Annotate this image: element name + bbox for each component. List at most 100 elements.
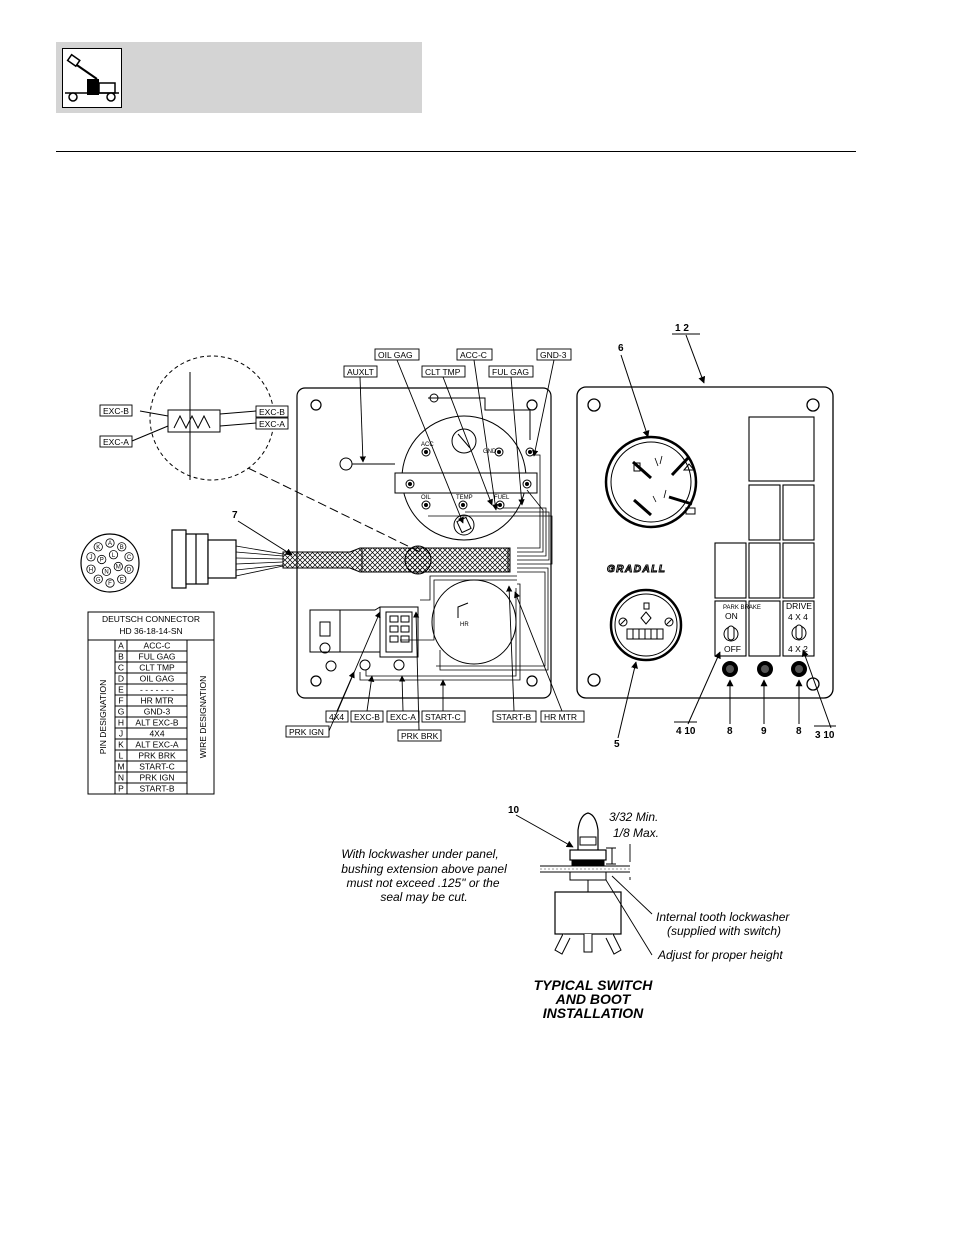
connector-pin bbox=[86, 564, 96, 574]
drive-4x4-switch[interactable]: DRIVE 4 X 4 4 X 2 bbox=[782, 600, 815, 657]
callout-9: 9 bbox=[761, 726, 767, 737]
callout-6: 6 bbox=[618, 343, 624, 354]
connector-table bbox=[87, 611, 215, 795]
table-pin-cell: J bbox=[119, 729, 123, 739]
tag-4x4: 4X4 bbox=[329, 712, 344, 722]
table-wire-cell: 4X4 bbox=[149, 729, 164, 739]
connector-pin bbox=[108, 550, 119, 560]
tag-prk-brk: PRK BRK bbox=[401, 731, 439, 741]
connector-pin-label: F bbox=[108, 581, 112, 587]
table-wire-cell: ALT EXC-A bbox=[135, 740, 178, 750]
connector-pin bbox=[124, 564, 134, 574]
svg-text:GND: GND bbox=[483, 449, 497, 455]
table-pin-cell: M bbox=[117, 762, 124, 772]
callout-8a: 8 bbox=[727, 726, 733, 737]
table-wire-header: WIRE DESIGNATION bbox=[198, 676, 208, 759]
table-pin-cell: K bbox=[118, 740, 124, 750]
auxlt-ring-terminal bbox=[339, 457, 395, 471]
back-panel bbox=[296, 387, 552, 699]
table-pin-cell: H bbox=[118, 718, 124, 728]
tag-start-c: START-C bbox=[425, 712, 461, 722]
magnified-detail bbox=[131, 355, 421, 553]
table-pin-cell: L bbox=[119, 751, 124, 761]
table-pin-cell: N bbox=[118, 773, 124, 783]
table-wire-cell: ACC-C bbox=[144, 641, 171, 651]
table-pin-cell: A bbox=[118, 641, 124, 651]
connector-pin bbox=[113, 561, 123, 572]
front-panel bbox=[576, 386, 834, 699]
multi-gauge bbox=[604, 435, 698, 529]
tag-ful-gag: FUL GAG bbox=[492, 367, 529, 377]
connector-pin-label: J bbox=[89, 555, 92, 561]
gauge-terminal-marks: ACC GND OIL TEMP FUEL bbox=[421, 442, 510, 501]
table-pin-header: PIN DESIGNATION bbox=[98, 680, 108, 754]
table-pin-cell: P bbox=[118, 784, 124, 794]
tag-hr-mtr: HR MTR bbox=[544, 712, 577, 722]
svg-text:FUEL: FUEL bbox=[494, 495, 510, 501]
connector-pin bbox=[93, 574, 103, 584]
connector-pin-label: A bbox=[108, 541, 112, 547]
connector-pin bbox=[97, 554, 107, 565]
svg-text:ACC: ACC bbox=[421, 442, 434, 448]
table-wire-cell: FUL GAG bbox=[139, 652, 176, 662]
callout-10: 10 bbox=[508, 805, 520, 816]
table-wire-cell: START-B bbox=[139, 784, 174, 794]
connector-pin bbox=[105, 578, 115, 588]
table-title-1: DEUTSCH CONNECTOR bbox=[102, 614, 200, 624]
switch-detail bbox=[540, 812, 630, 955]
table-wire-cell: CLT TMP bbox=[139, 663, 175, 673]
svg-text:TEMP: TEMP bbox=[456, 495, 473, 501]
lockwasher-label-1: Internal tooth lockwasher bbox=[656, 910, 790, 924]
table-wire-cell: START-C bbox=[139, 762, 175, 772]
connector-pin-label: L bbox=[112, 553, 116, 559]
tag-clt-tmp: CLT TMP bbox=[425, 367, 461, 377]
forklift-section-icon bbox=[62, 48, 122, 108]
tag-oil-gag: OIL GAG bbox=[378, 350, 413, 360]
svg-text:4 X 2: 4 X 2 bbox=[788, 644, 808, 654]
connector-pin-label: D bbox=[127, 567, 132, 573]
tag-acc-c: ACC-C bbox=[460, 350, 487, 360]
callout-leaders bbox=[237, 334, 832, 848]
harness-cable bbox=[282, 545, 511, 575]
table-title-2: HD 36-18-14-SN bbox=[119, 626, 182, 636]
note-line-4: seal may be cut. bbox=[380, 890, 467, 904]
table-wire-cell: GND-3 bbox=[144, 707, 171, 717]
connector-pin bbox=[124, 552, 134, 562]
connector-wires bbox=[235, 545, 284, 577]
connector-pin bbox=[93, 542, 103, 552]
connector-pin-label: K bbox=[96, 545, 100, 551]
connector-pin-label: E bbox=[120, 577, 124, 583]
gauge-housing bbox=[394, 393, 538, 541]
table-pin-cell: C bbox=[118, 663, 124, 673]
tag-exc-b-left: EXC-B bbox=[103, 406, 129, 416]
callout-5: 5 bbox=[614, 739, 620, 750]
note-line-3: must not exceed .125" or the bbox=[346, 876, 499, 890]
connector-pin-label: M bbox=[116, 565, 121, 571]
tag-exc-a-right: EXC-A bbox=[259, 419, 285, 429]
table-wire-cell: ALT EXC-B bbox=[135, 718, 178, 728]
tag-start-b: START-B bbox=[496, 712, 531, 722]
connector-pin-label: H bbox=[89, 567, 93, 573]
table-pin-cell: D bbox=[118, 674, 124, 684]
hourmeter-front bbox=[609, 588, 683, 662]
caption-line-2: AND BOOT bbox=[555, 991, 632, 1007]
indicator-windows bbox=[714, 416, 815, 657]
lockwasher-label-2: (supplied with switch) bbox=[667, 924, 781, 938]
svg-text:OFF: OFF bbox=[724, 644, 741, 654]
park-brake-switch[interactable]: PARK BRAKE ON OFF bbox=[714, 600, 761, 657]
svg-text:PARK BRAKE: PARK BRAKE bbox=[723, 605, 761, 611]
brand-logo: GRADALL bbox=[607, 564, 666, 575]
svg-text:HR: HR bbox=[460, 622, 469, 628]
table-pin-cell: E bbox=[118, 685, 124, 695]
table-pin-cell: B bbox=[118, 652, 124, 662]
connector-pin-label: C bbox=[127, 555, 132, 561]
connector-pin bbox=[105, 538, 115, 548]
svg-text:ON: ON bbox=[725, 611, 738, 621]
connector-pin bbox=[101, 566, 112, 576]
callout-1-2: 1 2 bbox=[675, 323, 689, 334]
table-wire-cell: PRK BRK bbox=[138, 751, 176, 761]
tag-exc-a-bottom: EXC-A bbox=[390, 712, 416, 722]
